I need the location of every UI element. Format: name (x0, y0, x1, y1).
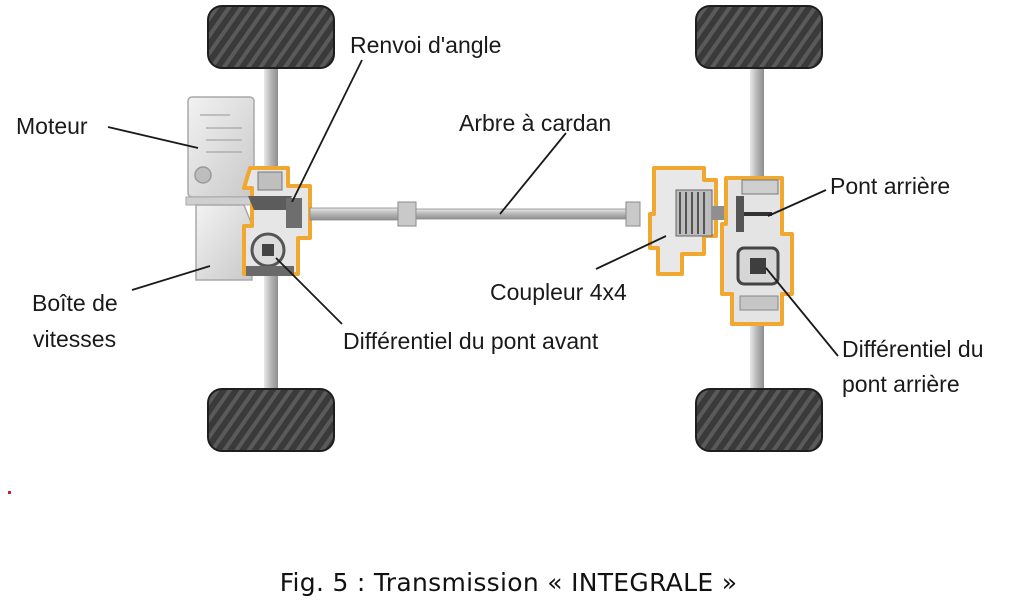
label-coupleur: Coupleur 4x4 (490, 279, 627, 305)
front-axle-upper (264, 60, 278, 190)
red-dot-mark (8, 491, 11, 494)
front-right-wheel (207, 388, 335, 452)
label-renvoi-angle: Renvoi d'angle (350, 32, 501, 58)
rear-axle-upper (750, 60, 764, 190)
leader-lines (107, 59, 839, 357)
label-diff-arriere-line2: pont arrière (842, 371, 960, 397)
label-pont-arriere: Pont arrière (830, 173, 950, 199)
figure-caption: Fig. 5 : Transmission « INTEGRALE » (279, 568, 738, 597)
label-diff-avant: Différentiel du pont avant (343, 328, 599, 354)
label-arbre-cardan: Arbre à cardan (459, 110, 611, 136)
engine-block (185, 96, 259, 206)
rear-axle-lower (750, 320, 764, 400)
rear-left-wheel (695, 5, 823, 69)
label-diff-arriere-line1: Différentiel du (842, 336, 984, 362)
front-axle-lower (264, 270, 278, 400)
front-left-wheel (207, 5, 335, 69)
rear-right-wheel (695, 388, 823, 452)
rear-ring-gear (736, 179, 779, 232)
label-boite-line1: Boîte de (32, 290, 118, 316)
label-boite-line2: vitesses (33, 326, 116, 352)
propeller-shaft (309, 201, 641, 227)
front-bevel-gear (248, 171, 302, 228)
label-moteur: Moteur (16, 113, 88, 139)
rear-differential (736, 246, 780, 311)
coupler-clutch-pack (675, 189, 732, 237)
